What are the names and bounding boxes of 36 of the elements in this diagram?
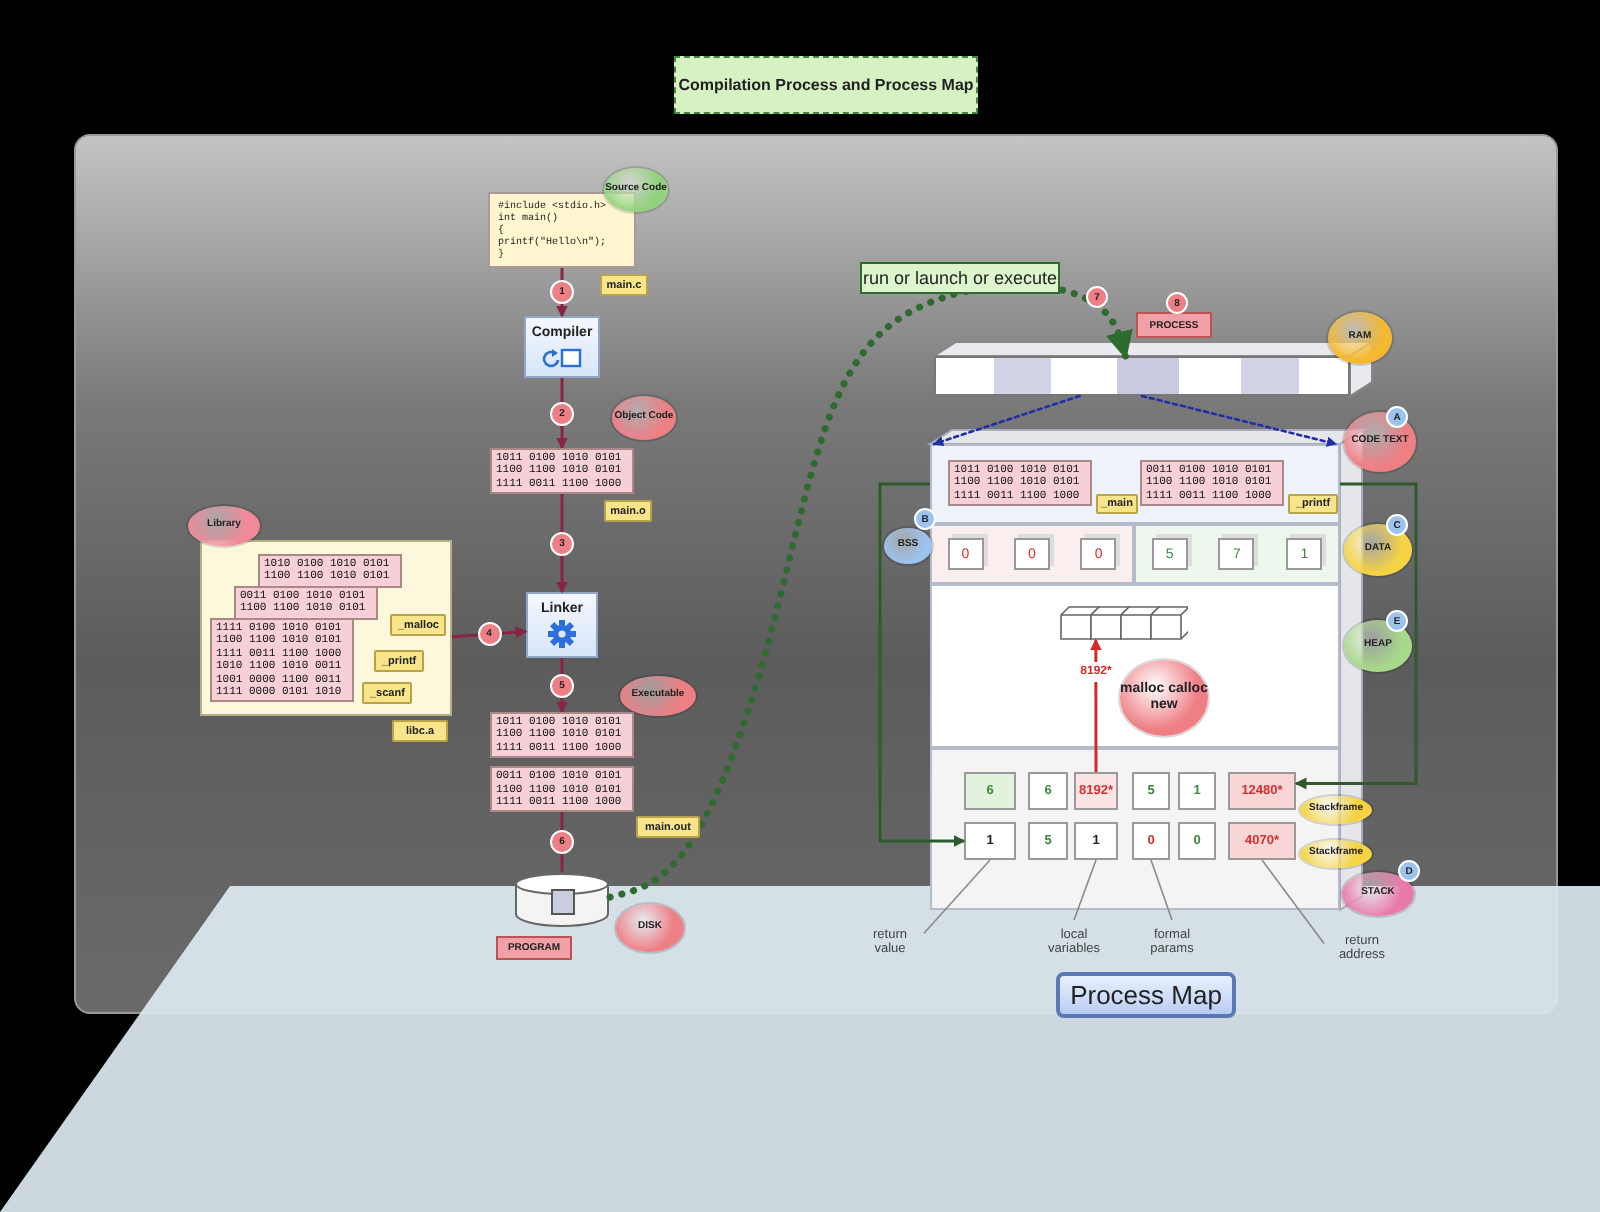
stack-cell [1132,772,1170,810]
code-segment [930,444,1340,524]
stack-cell [1074,822,1118,860]
stack-cell [1028,772,1068,810]
title-label: Process Map [1056,972,1236,1018]
heap-segment [930,584,1340,748]
arrow [606,281,1133,901]
stack-cell [964,772,1016,810]
leader-line [1150,859,1173,921]
arrow [451,626,528,639]
data-segment [1134,524,1340,584]
leader-line [1261,859,1325,945]
stack-cell [1074,772,1118,810]
ram-bar [934,356,1350,396]
connector [560,812,564,872]
leader-line [923,859,991,934]
stack-cell [1178,822,1216,860]
stack-cell [1132,822,1170,860]
stack-cell [1178,772,1216,810]
arrow [556,494,568,594]
source-document [488,192,636,268]
compiler-box [524,316,600,378]
stack-cell [1228,772,1296,810]
arrow [1140,394,1338,447]
arrow [1294,482,1418,790]
library-box [200,540,452,716]
arrow [932,394,1081,447]
stack-cell [1228,822,1296,860]
title-text: Compilation Process and Process Map [678,76,974,94]
leader-line [1073,859,1097,921]
edge-label: run or launch or execute [860,262,1060,294]
linker-box [526,592,598,658]
stack-cell [964,822,1016,860]
stack-cell [1028,822,1068,860]
arrow [878,482,966,847]
bss-segment [930,524,1134,584]
